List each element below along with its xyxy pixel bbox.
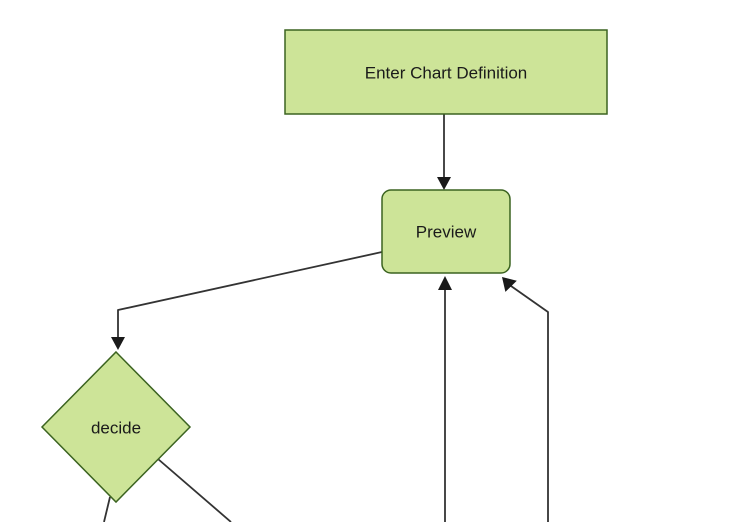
edge-group — [103, 114, 549, 522]
decide-label: decide — [91, 419, 141, 438]
arrowhead-preview-to-decide — [111, 337, 125, 350]
node-decide: decide — [40, 350, 192, 504]
node-enter-chart-definition: Enter Chart Definition — [284, 29, 608, 115]
enter-chart-definition-box — [284, 29, 608, 115]
preview-label: Preview — [416, 223, 477, 242]
edge-decide-offscreen-right — [157, 458, 232, 522]
decide-diamond — [40, 350, 192, 504]
preview-box — [381, 189, 511, 274]
edge-decide-offscreen-left — [103, 496, 111, 522]
enter-chart-definition-label: Enter Chart Definition — [365, 64, 528, 83]
edge-return-right-to-preview — [510, 285, 549, 522]
arrowhead-return-center — [438, 276, 452, 290]
node-preview: Preview — [381, 189, 511, 274]
arrowhead-enter-to-preview — [437, 177, 451, 190]
edge-preview-to-decide — [117, 251, 383, 337]
arrowhead-return-right — [502, 277, 517, 292]
node-group: Enter Chart Definition Preview decide — [40, 29, 608, 504]
